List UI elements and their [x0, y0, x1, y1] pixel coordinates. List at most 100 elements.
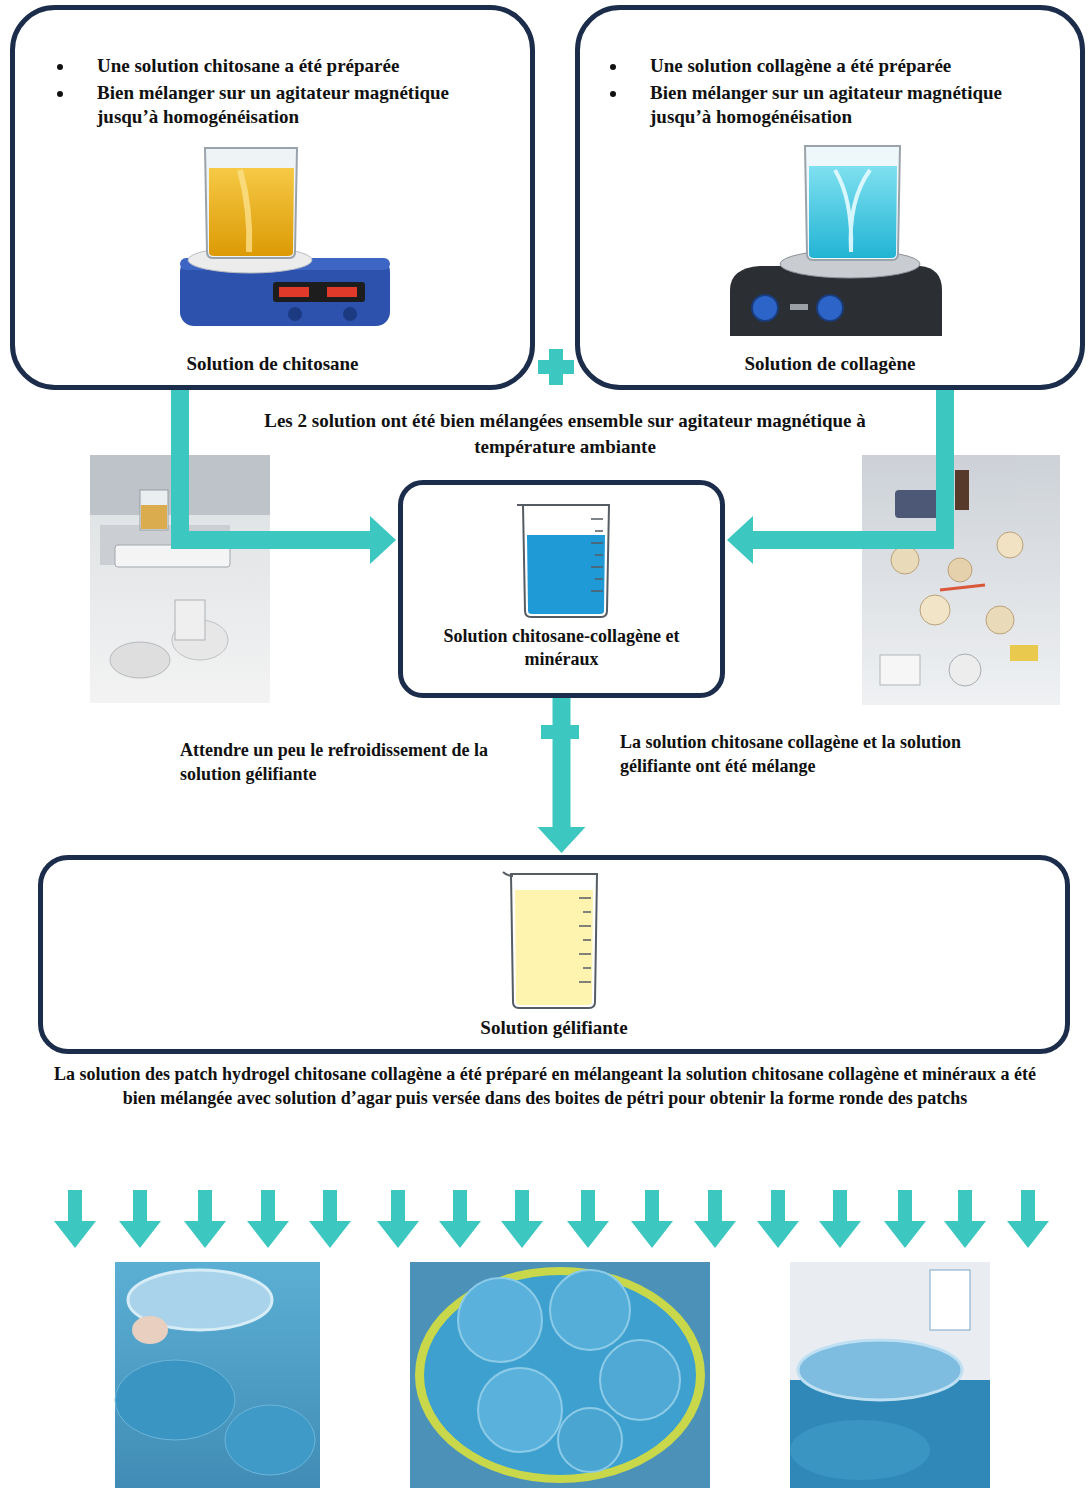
patch-photo — [410, 1262, 710, 1488]
down-arrow — [184, 1221, 226, 1248]
illustration-shape — [140, 490, 168, 530]
bullet-dot — [610, 91, 616, 97]
list-item: Bien mélanger sur un agitateur magnétiqu… — [45, 81, 505, 130]
down-arrow — [453, 1190, 467, 1222]
down-arrow — [944, 1221, 986, 1248]
box-caption: Solution gélifiante — [51, 1016, 1057, 1041]
down-arrow — [439, 1221, 481, 1248]
illustration-shape — [1010, 645, 1038, 661]
illustration-shape — [790, 1420, 930, 1480]
arrow-shaft — [553, 698, 571, 829]
patch-photo — [790, 1262, 990, 1488]
illustration-shape — [141, 505, 167, 529]
illustration-shape — [273, 282, 365, 302]
plus-sign — [541, 713, 579, 751]
illustration-shape — [805, 146, 900, 260]
lab-photo — [862, 455, 1060, 705]
process-box: Une solution collagène a été préparéeBie… — [575, 5, 1085, 390]
illustration-shape — [503, 872, 513, 876]
list-item: Une solution chitosane a été préparée — [45, 54, 505, 79]
down-arrow — [694, 1221, 736, 1248]
down-arrow — [1007, 1221, 1049, 1248]
illustration-shape — [132, 1316, 168, 1344]
down-arrow — [771, 1190, 785, 1222]
box-caption: Solution de chitosane — [23, 352, 522, 377]
illustration-shape — [752, 295, 778, 321]
list-item: Bien mélanger sur un agitateur magnétiqu… — [598, 81, 1068, 130]
box-caption: Solution chitosane-collagène et minéraux — [411, 625, 712, 672]
illustration-shape — [790, 1262, 990, 1488]
illustration-shape — [809, 166, 897, 258]
illustration-shape — [550, 1270, 630, 1350]
bullet-dot — [610, 64, 616, 70]
illustration-shape — [205, 148, 297, 258]
illustration-shape — [110, 642, 170, 678]
bullet-text: Bien mélanger sur un agitateur magnétiqu… — [97, 81, 505, 130]
lab-illustration — [720, 140, 960, 345]
illustration-shape — [209, 168, 294, 256]
flow-arrow — [538, 698, 586, 853]
down-arrow — [391, 1190, 405, 1222]
down-arrow — [68, 1190, 82, 1222]
note-label: Les 2 solution ont été bien mélangées en… — [255, 408, 875, 459]
down-arrow — [261, 1190, 275, 1222]
down-arrow — [309, 1221, 351, 1248]
illustration-shape — [835, 170, 870, 252]
illustration-shape — [523, 505, 609, 617]
illustration-shape — [279, 287, 309, 297]
bullet-dot — [57, 64, 63, 70]
illustration-shape — [817, 295, 843, 321]
illustration-shape — [600, 1340, 680, 1420]
illustration-shape — [115, 1262, 320, 1488]
down-arrow — [119, 1221, 161, 1248]
illustration-shape — [591, 519, 603, 591]
down-arrow — [54, 1221, 96, 1248]
illustration-shape — [538, 360, 574, 374]
down-arrow — [377, 1221, 419, 1248]
down-arrow — [884, 1221, 926, 1248]
down-arrow — [757, 1221, 799, 1248]
patch-photo — [115, 1262, 320, 1488]
illustration-shape — [288, 307, 302, 321]
illustration-shape — [515, 890, 593, 1005]
lab-illustration — [499, 868, 609, 1010]
down-arrow — [247, 1221, 289, 1248]
down-arrow — [898, 1190, 912, 1222]
illustration-shape — [790, 304, 808, 310]
illustration-shape — [478, 1368, 562, 1452]
illustration-shape — [579, 898, 591, 982]
down-arrow — [819, 1221, 861, 1248]
bullet-text: Une solution chitosane a été préparée — [97, 54, 505, 79]
illustration-shape — [511, 874, 597, 1008]
arrow-head — [370, 516, 396, 564]
box-caption: Solution de collagène — [588, 352, 1072, 377]
illustration-shape — [115, 1360, 235, 1440]
down-arrow — [645, 1190, 659, 1222]
illustration-shape — [948, 558, 972, 582]
illustration-shape — [327, 287, 357, 297]
illustration-shape — [558, 1408, 622, 1472]
down-arrow — [567, 1221, 609, 1248]
bullet-text: Bien mélanger sur un agitateur magnétiqu… — [650, 81, 1068, 130]
illustration-shape — [997, 532, 1023, 558]
down-arrow — [958, 1190, 972, 1222]
bullet-dot — [57, 91, 63, 97]
down-arrow — [833, 1190, 847, 1222]
note-label: Attendre un peu le refroidissement de la… — [180, 738, 530, 787]
process-box: Une solution chitosane a été préparéeBie… — [10, 5, 535, 390]
illustration-shape — [225, 1405, 315, 1475]
illustration-shape — [798, 1340, 962, 1400]
illustration-shape — [930, 1270, 970, 1330]
down-arrow — [708, 1190, 722, 1222]
down-arrow — [631, 1221, 673, 1248]
bullet-text: Une solution collagène a été préparée — [650, 54, 1068, 79]
note-label: La solution des patch hydrogel chitosane… — [36, 1062, 1054, 1111]
down-arrow — [581, 1190, 595, 1222]
illustration-shape — [541, 725, 579, 739]
illustration-shape — [175, 600, 205, 640]
illustration-shape — [517, 504, 525, 506]
lab-illustration — [165, 140, 405, 330]
lab-illustration — [511, 499, 621, 619]
